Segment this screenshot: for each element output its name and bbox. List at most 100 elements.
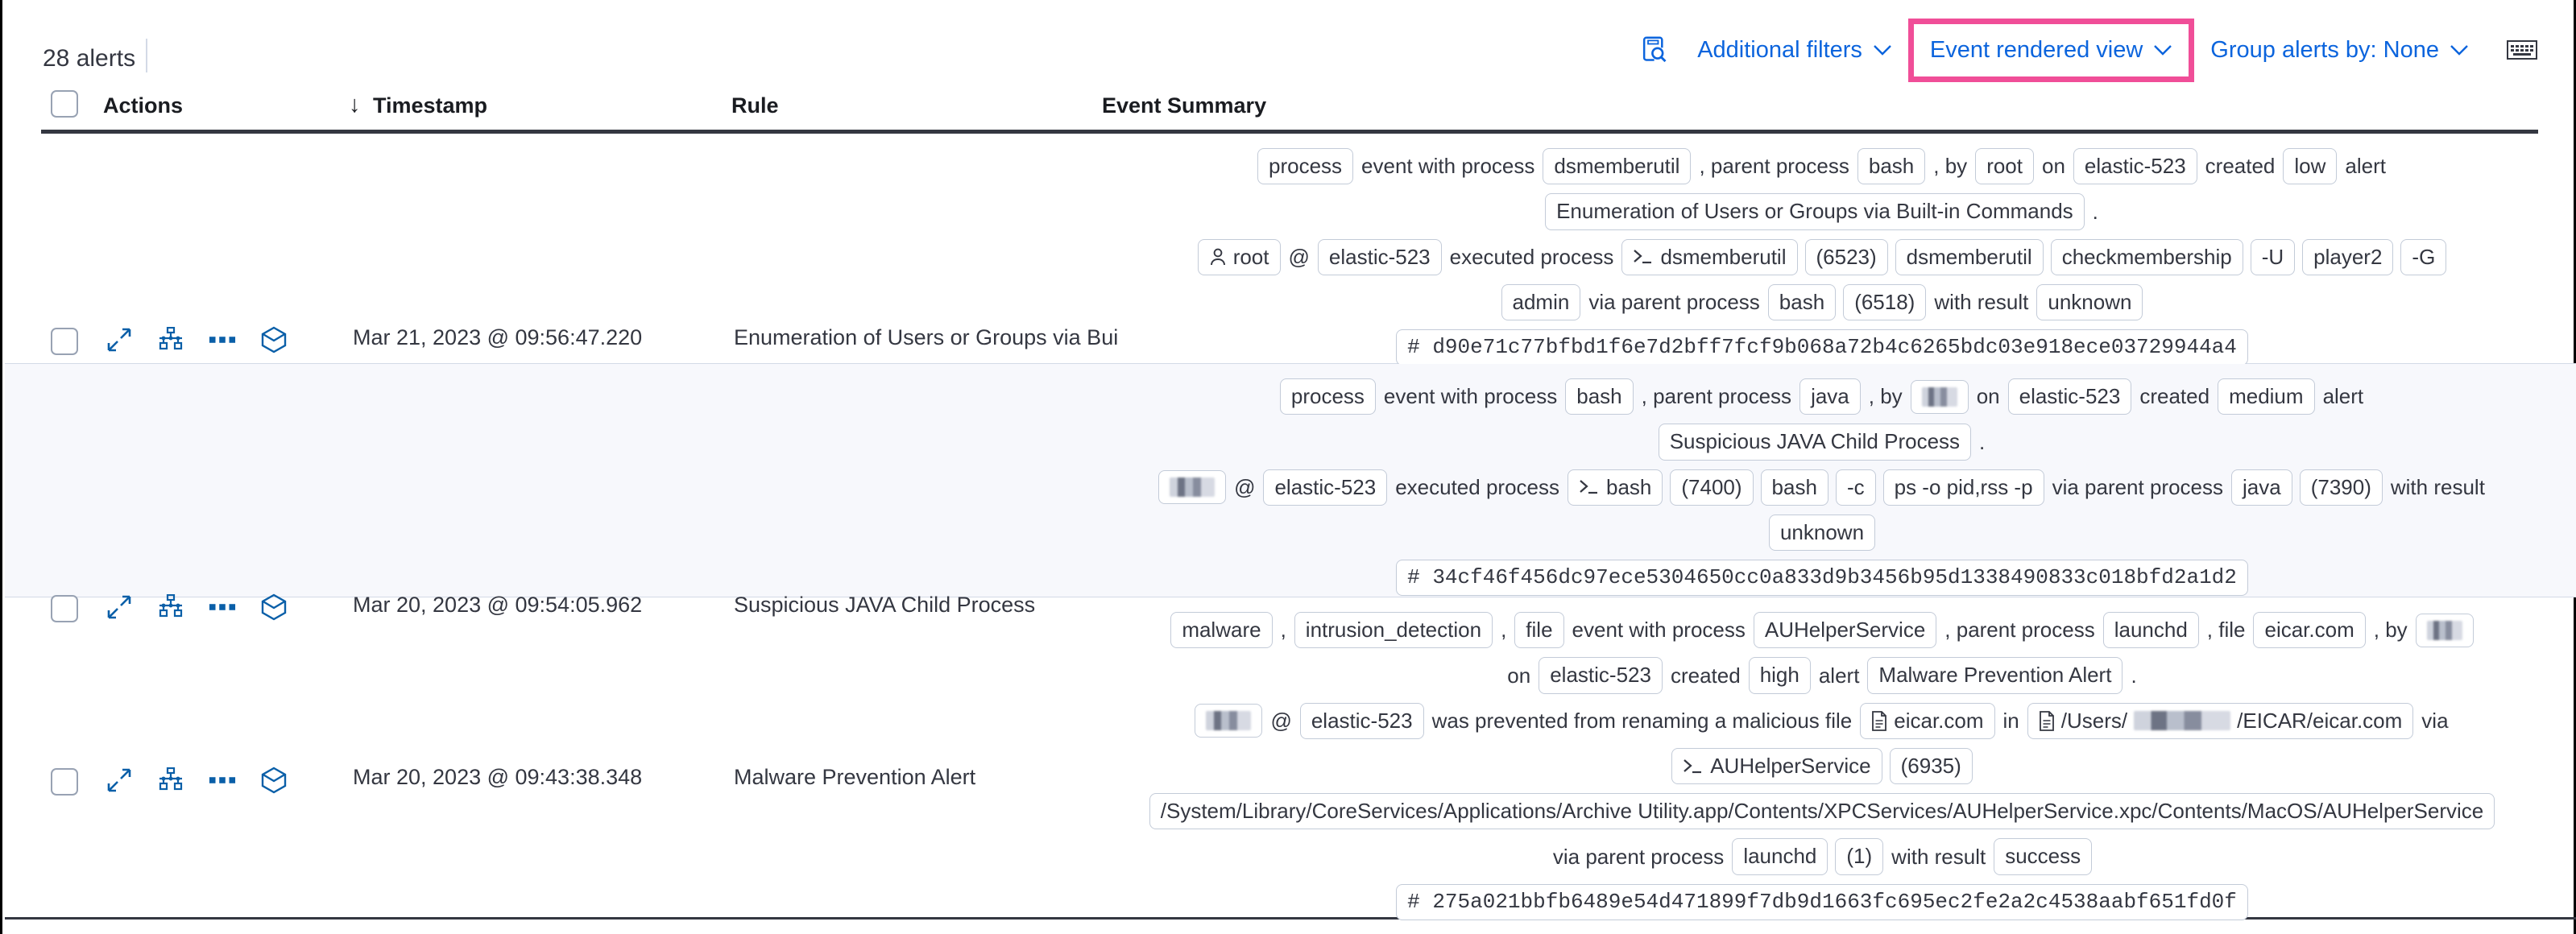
summary-chip[interactable]: (1): [1835, 838, 1884, 875]
summary-chip[interactable]: java: [1799, 378, 1861, 415]
summary-chip[interactable]: [1910, 379, 1969, 414]
summary-chip[interactable]: unknown: [2036, 283, 2143, 321]
summary-chip[interactable]: Enumeration of Users or Groups via Built…: [1545, 193, 2085, 230]
analyze-event-icon[interactable]: [157, 593, 184, 621]
alert-count-label: 28 alerts: [43, 45, 136, 72]
session-view-icon[interactable]: [260, 767, 288, 794]
summary-chip[interactable]: process: [1257, 148, 1354, 185]
summary-chip[interactable]: [1195, 704, 1263, 738]
summary-chip[interactable]: elastic-523: [1263, 469, 1388, 506]
summary-text: with result: [1934, 290, 2029, 315]
analyze-event-icon[interactable]: [157, 767, 184, 794]
summary-chip[interactable]: /System/Library/CoreServices/Application…: [1149, 793, 2495, 830]
summary-chip[interactable]: root: [1197, 238, 1281, 275]
more-actions-icon[interactable]: [209, 767, 236, 794]
summary-chip[interactable]: (7400): [1670, 469, 1754, 506]
column-header-timestamp[interactable]: Timestamp: [373, 93, 488, 118]
summary-chip[interactable]: launchd: [1732, 838, 1828, 875]
summary-chip[interactable]: [2415, 613, 2474, 647]
summary-chip[interactable]: elastic-523: [2007, 378, 2132, 415]
event-hash-chip[interactable]: # d90e71c77bfbd1f6e7d2bff7fcf9b068a72b4c…: [1396, 329, 2248, 366]
summary-chip[interactable]: -U: [2250, 238, 2296, 275]
summary-chip[interactable]: java: [2231, 469, 2292, 506]
event-hash-chip[interactable]: # 34cf46f456dc97ece5304650cc0a833d9b3456…: [1396, 560, 2248, 597]
inspect-query-icon[interactable]: [1636, 31, 1675, 69]
summary-chip[interactable]: medium: [2218, 378, 2315, 415]
summary-chip[interactable]: process: [1279, 378, 1376, 415]
column-header-actions[interactable]: Actions: [103, 93, 184, 118]
summary-chip[interactable]: file: [1514, 612, 1564, 649]
summary-chip[interactable]: admin: [1501, 283, 1581, 321]
row-select-checkbox[interactable]: [51, 595, 78, 622]
summary-text: , by: [2373, 618, 2408, 643]
chip-label: Suspicious JAVA Child Process: [1669, 429, 1961, 454]
expand-icon[interactable]: [106, 326, 133, 353]
summary-chip[interactable]: [1158, 470, 1227, 505]
summary-chip[interactable]: Suspicious JAVA Child Process: [1658, 424, 1972, 461]
keyboard-icon[interactable]: [2504, 32, 2540, 68]
event-rendered-view-button[interactable]: Event rendered view: [1919, 34, 2184, 67]
summary-chip[interactable]: bash: [1568, 469, 1663, 506]
summary-chip[interactable]: /Users//EICAR/eicar.com: [2027, 702, 2414, 739]
sort-descending-icon[interactable]: ↓: [349, 92, 361, 118]
summary-chip[interactable]: root: [1975, 148, 2034, 185]
group-alerts-by-button[interactable]: Group alerts by: None: [2199, 34, 2480, 67]
session-view-icon[interactable]: [260, 593, 288, 621]
summary-chip[interactable]: low: [2283, 148, 2338, 185]
more-actions-icon[interactable]: [209, 326, 236, 353]
more-actions-icon[interactable]: [209, 593, 236, 621]
summary-chip[interactable]: eicar.com: [1860, 702, 1995, 739]
column-header-rule[interactable]: Rule: [731, 93, 779, 118]
toolbar-divider: [146, 39, 147, 72]
analyze-event-icon[interactable]: [157, 326, 184, 353]
summary-chip[interactable]: malware: [1170, 612, 1273, 649]
summary-chip[interactable]: eicar.com: [2253, 612, 2366, 649]
session-view-icon[interactable]: [260, 326, 288, 353]
summary-chip[interactable]: dsmemberutil: [1895, 238, 2044, 275]
summary-chip[interactable]: elastic-523: [1317, 238, 1442, 275]
select-all-checkbox[interactable]: [51, 90, 78, 118]
summary-chip[interactable]: (7390): [2299, 469, 2383, 506]
summary-chip[interactable]: success: [1994, 838, 2093, 875]
column-header-event-summary[interactable]: Event Summary: [1102, 93, 1267, 118]
summary-chip[interactable]: elastic-523: [1299, 702, 1424, 739]
expand-icon[interactable]: [106, 767, 133, 794]
chip-label-suffix: /EICAR/eicar.com: [2237, 708, 2403, 733]
summary-chip[interactable]: bash: [1857, 148, 1926, 185]
summary-chip[interactable]: dsmemberutil: [1621, 238, 1798, 275]
summary-chip[interactable]: -c: [1835, 469, 1876, 506]
summary-chip[interactable]: launchd: [2102, 612, 2199, 649]
summary-chip[interactable]: player2: [2302, 238, 2394, 275]
summary-chip[interactable]: AUHelperService: [1671, 747, 1882, 785]
summary-chip[interactable]: ps -o pid,rss -p: [1882, 469, 2044, 506]
summary-chip[interactable]: elastic-523: [2073, 148, 2197, 185]
summary-chip[interactable]: bash: [1565, 378, 1634, 415]
chip-label: intrusion_detection: [1305, 618, 1482, 642]
summary-chip[interactable]: AUHelperService: [1753, 612, 1937, 649]
event-hash-chip[interactable]: # 275a021bbfb6489e54d471899f7db9d1663fc6…: [1396, 883, 2248, 921]
row-select-checkbox[interactable]: [51, 768, 78, 796]
summary-chip[interactable]: unknown: [1768, 514, 1876, 552]
chip-label: launchd: [1743, 844, 1817, 869]
summary-chip[interactable]: intrusion_detection: [1294, 612, 1493, 649]
summary-chip[interactable]: (6935): [1889, 747, 1973, 785]
summary-chip[interactable]: checkmembership: [2050, 238, 2243, 275]
expand-icon[interactable]: [106, 593, 133, 621]
summary-chip[interactable]: (6518): [1843, 283, 1927, 321]
redacted-value: [1921, 386, 1957, 407]
summary-chip[interactable]: Malware Prevention Alert: [1867, 657, 2123, 694]
summary-chip[interactable]: bash: [1760, 469, 1828, 506]
summary-chip[interactable]: bash: [1767, 283, 1837, 321]
summary-chip[interactable]: high: [1748, 657, 1811, 694]
summary-chip[interactable]: elastic-523: [1539, 657, 1663, 694]
summary-chip[interactable]: (6523): [1804, 238, 1888, 275]
row-select-checkbox[interactable]: [51, 328, 78, 355]
alerts-toolbar: 28 alerts Additional filters: [2, 0, 2574, 82]
additional-filters-button[interactable]: Additional filters: [1686, 34, 1903, 67]
summary-chip[interactable]: -G: [2400, 238, 2447, 275]
summary-chip[interactable]: dsmemberutil: [1543, 148, 1692, 185]
